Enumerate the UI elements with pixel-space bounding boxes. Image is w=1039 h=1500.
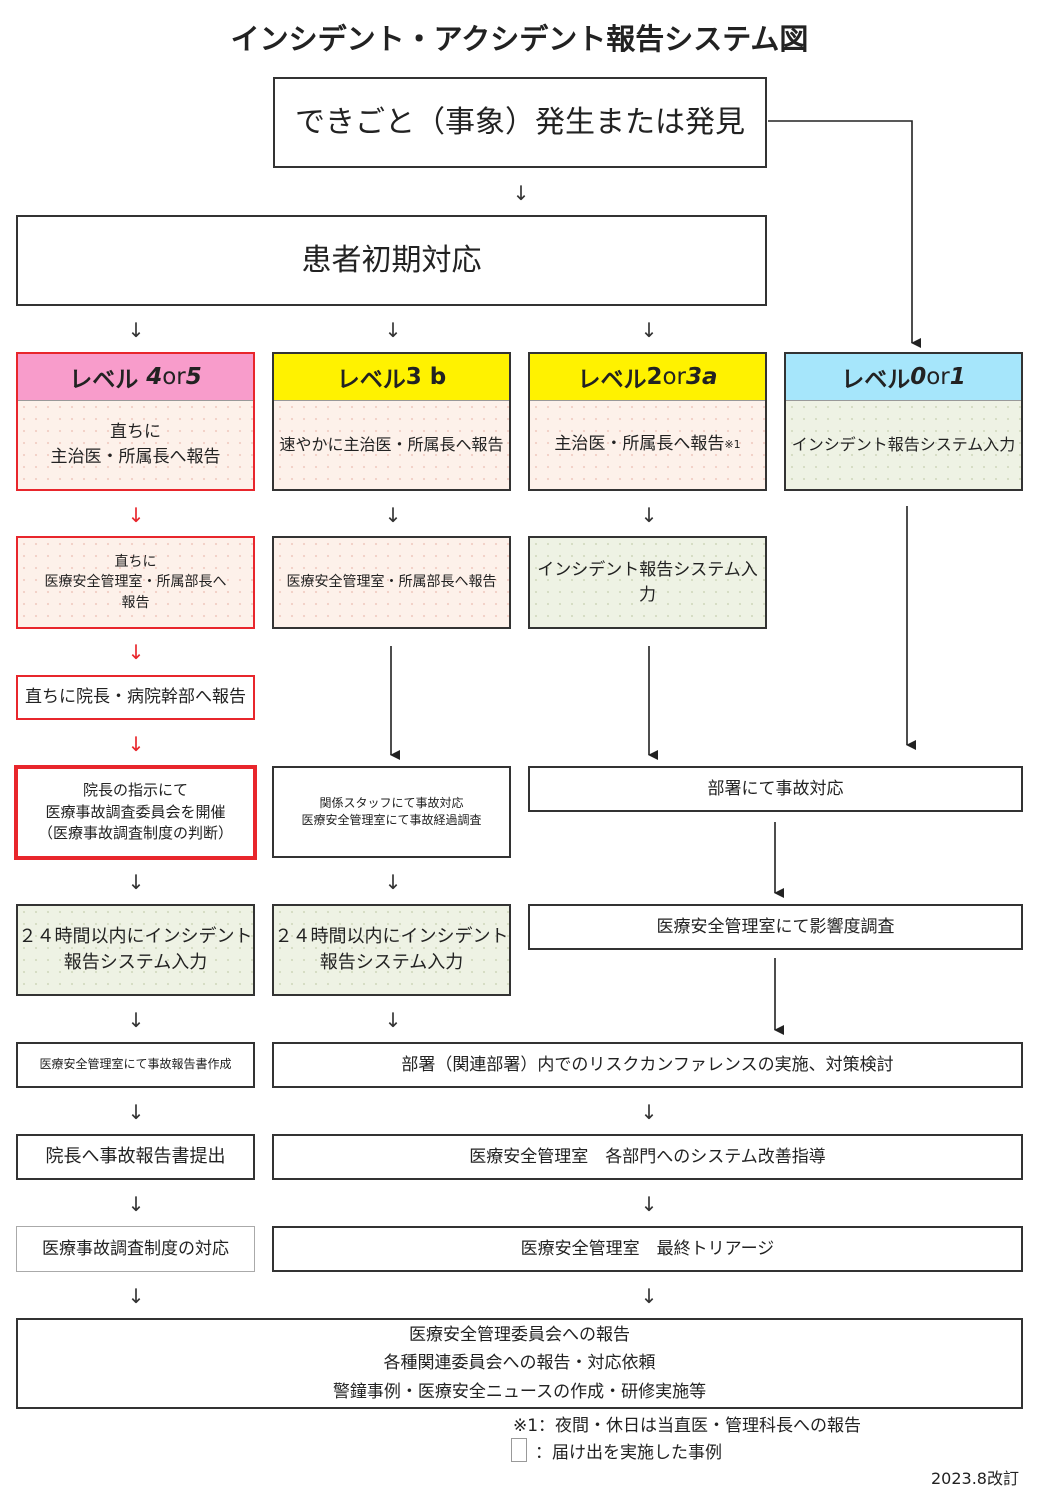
arrow-down: ↓ bbox=[512, 181, 530, 205]
initial-response-text: 患者初期対応 bbox=[301, 242, 482, 278]
final-triage: 医療安全管理室 最終トリアージ bbox=[272, 1226, 1023, 1272]
footnote-night-holiday: ※1：夜間・休日は当直医・管理科長への報告 bbox=[513, 1416, 862, 1436]
arrow-down: ↓ bbox=[127, 1008, 145, 1032]
incident-input-24h: ２４時間以内にインシデント 報告システム入力 bbox=[16, 904, 255, 996]
arrow-down: ↓ bbox=[127, 1192, 145, 1216]
legend-text: ：届け出を実施した事例 bbox=[535, 1442, 722, 1463]
level-number: 0 bbox=[910, 364, 927, 390]
legend-swatch bbox=[511, 1438, 527, 1462]
arrow-down: ↓ bbox=[640, 1100, 658, 1124]
level-2-or-3a-text: 主治医・所属長へ報告 bbox=[554, 434, 725, 455]
incident-system-input: インシデント報告システム入力 bbox=[528, 536, 767, 629]
arrow-down: ↓ bbox=[127, 318, 145, 342]
incident-input-24h: ２４時間以内にインシデント 報告システム入力 bbox=[272, 904, 511, 996]
arrow-down: ↓ bbox=[384, 870, 402, 894]
investigation-system-response: 医療事故調査制度の対応 bbox=[16, 1226, 255, 1272]
level-number: 3a bbox=[686, 364, 718, 390]
level-0-or-1-text: インシデント報告システム入力 bbox=[786, 401, 1021, 489]
level-or: or bbox=[662, 364, 686, 390]
level-number: 5 bbox=[185, 364, 202, 390]
arrow-down: ↓ bbox=[640, 503, 658, 527]
level-label: レベル bbox=[69, 367, 139, 393]
branch-to-level01-line bbox=[768, 120, 921, 348]
level-number: 1 bbox=[949, 364, 966, 390]
level-or: or bbox=[162, 364, 186, 390]
arrow-down: ↓ bbox=[384, 318, 402, 342]
submit-report-to-director: 院長へ事故報告書提出 bbox=[16, 1134, 255, 1180]
revision-date: 2023.8改訂 bbox=[931, 1469, 1019, 1488]
event-occurrence-text: できごと（事象）発生または発見 bbox=[295, 104, 745, 140]
arrow-down: ↓ bbox=[127, 870, 145, 894]
arrow-down-red: ↓ bbox=[127, 503, 145, 527]
level-number: 3 b bbox=[405, 364, 447, 390]
level-or: or bbox=[926, 364, 950, 390]
committee-report-box: 医療安全管理委員会への報告 各種関連委員会への報告・対応依頼 警鐘事例・医療安全… bbox=[16, 1318, 1023, 1409]
arrow-down: ↓ bbox=[384, 503, 402, 527]
system-improvement-guidance: 医療安全管理室 各部門へのシステム改善指導 bbox=[272, 1134, 1023, 1180]
arrow-down: ↓ bbox=[640, 1284, 658, 1308]
impact-investigation: 医療安全管理室にて影響度調査 bbox=[528, 904, 1023, 950]
report-director-immediately: 直ちに院長・病院幹部へ報告 bbox=[16, 675, 255, 720]
arrow-down-red: ↓ bbox=[127, 732, 145, 756]
accident-report-creation: 医療安全管理室にて事故報告書作成 bbox=[16, 1042, 255, 1088]
level-2-or-3a-text-wrap: 主治医・所属長へ報告※1 bbox=[530, 401, 765, 489]
level-label: レベル bbox=[841, 367, 911, 393]
level-number: 4 bbox=[146, 364, 163, 390]
level-number: 2 bbox=[646, 364, 663, 390]
department-accident-response: 部署にて事故対応 bbox=[528, 766, 1023, 812]
event-occurrence-box: できごと（事象）発生または発見 bbox=[273, 77, 767, 168]
arrow-down: ↓ bbox=[127, 1100, 145, 1124]
footnote-marker: ※1 bbox=[724, 437, 741, 451]
staff-accident-response: 関係スタッフにて事故対応 医療安全管理室にて事故経過調査 bbox=[272, 766, 511, 858]
level-label: レベル bbox=[336, 367, 406, 393]
report-safety-office: 医療安全管理室・所属部長へ報告 bbox=[272, 536, 511, 629]
arrow-down: ↓ bbox=[127, 1284, 145, 1308]
report-safety-office-immediately: 直ちに 医療安全管理室・所属部長へ 報告 bbox=[16, 536, 255, 629]
level-label: レベル bbox=[577, 367, 647, 393]
initial-response-box: 患者初期対応 bbox=[16, 215, 767, 306]
level-4-or-5-text: 直ちに 主治医・所属長へ報告 bbox=[18, 401, 253, 489]
accident-investigation-committee: 院長の指示にて 医療事故調査委員会を開催 （医療事故調査制度の判断） bbox=[14, 765, 257, 860]
arrow-down: ↓ bbox=[640, 318, 658, 342]
risk-conference: 部署（関連部署）内でのリスクカンファレンスの実施、対策検討 bbox=[272, 1042, 1023, 1088]
arrow-down: ↓ bbox=[384, 1008, 402, 1032]
legend-row: ：届け出を実施した事例 bbox=[511, 1437, 722, 1463]
page-title: インシデント・アクシデント報告システム図 bbox=[230, 22, 809, 56]
level-3b-text: 速やかに主治医・所属長へ報告 bbox=[274, 401, 509, 489]
arrow-down: ↓ bbox=[640, 1192, 658, 1216]
arrow-down-red: ↓ bbox=[127, 640, 145, 664]
